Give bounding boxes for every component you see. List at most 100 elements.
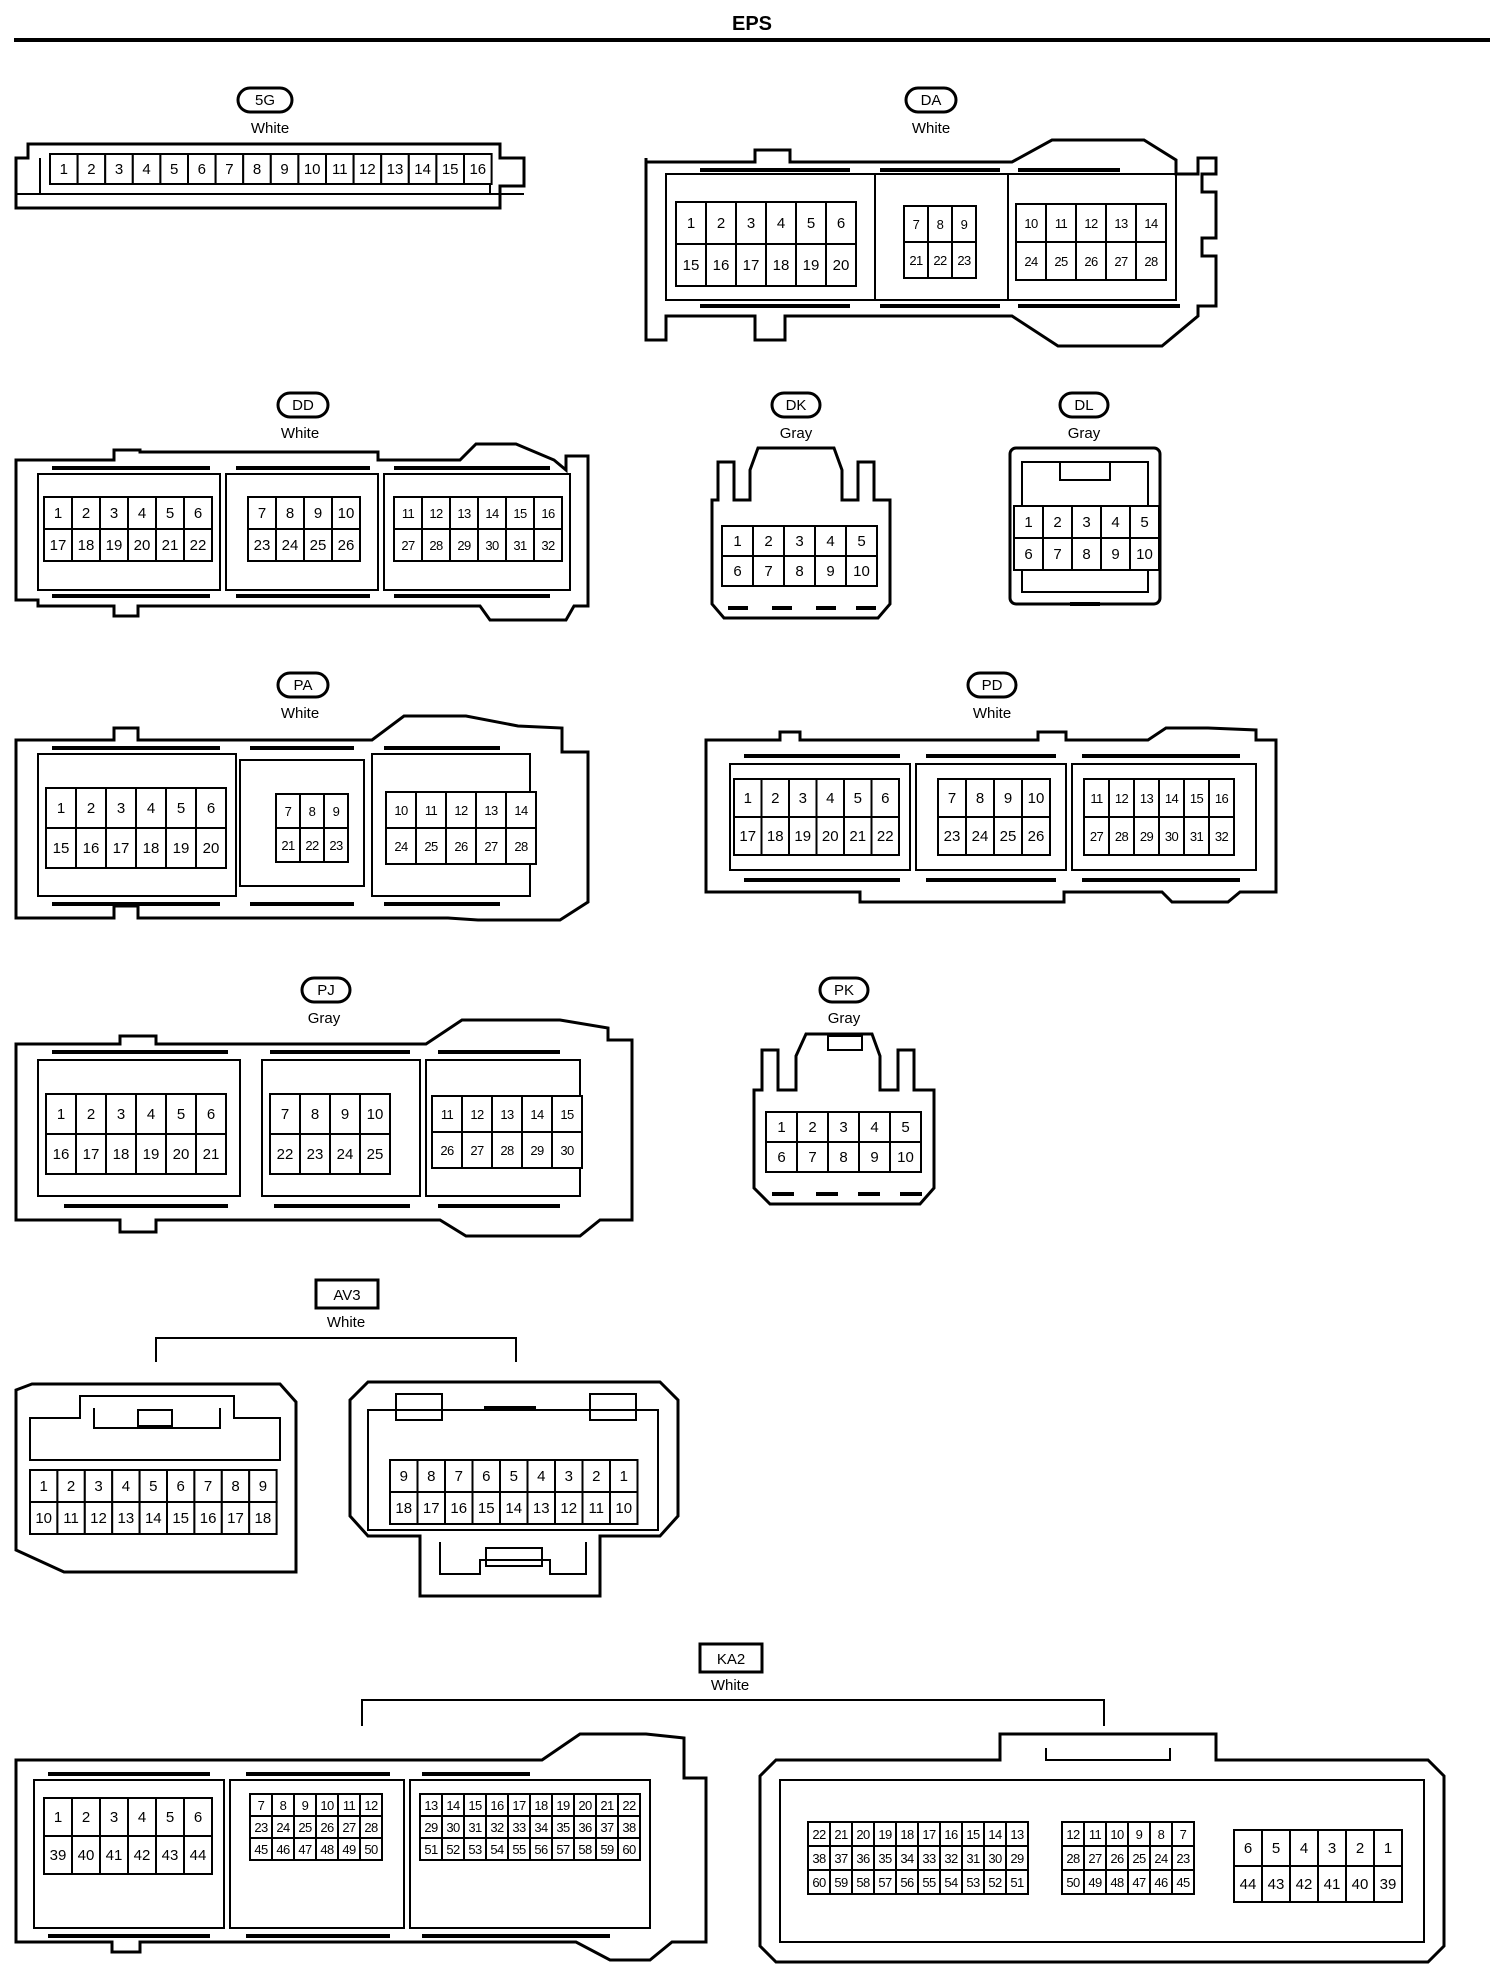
pin-number: 32: [541, 538, 555, 553]
pin-number: 43: [1268, 1876, 1285, 1893]
pin-number: 3: [115, 161, 123, 178]
pin-number: 7: [204, 1478, 212, 1495]
pin-number: 14: [145, 1510, 162, 1527]
pin-number: 22: [933, 253, 947, 268]
pin-number: 25: [424, 839, 438, 854]
pin-number: 14: [414, 161, 431, 178]
pin-cavity: [965, 816, 995, 856]
pin-cavity: [105, 1093, 137, 1135]
pin-number: 33: [512, 1820, 526, 1835]
pin-number: 28: [1144, 254, 1158, 269]
pin-number: 29: [457, 538, 471, 553]
pin-cavity: [1021, 816, 1051, 856]
pin-number: 24: [394, 839, 408, 854]
pin-cavity: [1045, 241, 1077, 281]
pin-cavity: [889, 1141, 922, 1173]
pin-number: 55: [922, 1875, 936, 1890]
pin-number: 13: [457, 506, 471, 521]
pin-number: 6: [177, 1478, 185, 1495]
pin-cavity: [45, 1133, 77, 1175]
connector-code-badge: [818, 976, 870, 1004]
pin-number: 53: [468, 1842, 482, 1857]
pin-number: 52: [446, 1842, 460, 1857]
pin-number: 7: [1180, 1827, 1187, 1842]
pin-number: 29: [1010, 1851, 1024, 1866]
pin-number: 5: [170, 161, 178, 178]
pin-number: 4: [537, 1468, 545, 1485]
pin-number: 8: [937, 217, 944, 232]
pin-number: 3: [565, 1468, 573, 1485]
pin-number: 12: [429, 506, 443, 521]
pin-cavity: [43, 528, 73, 562]
connector-color: Gray: [828, 1010, 861, 1027]
pin-cavity: [71, 1835, 101, 1875]
pin-cavity: [43, 1797, 73, 1837]
pin-number: 5: [166, 1809, 174, 1826]
pin-number: 3: [117, 1106, 125, 1123]
pin-number: 10: [304, 161, 321, 178]
pin-cavity: [765, 243, 797, 287]
pin-number: 35: [556, 1820, 570, 1835]
pin-cavity: [870, 816, 900, 856]
pin-cavity: [1317, 1829, 1347, 1867]
pin-cavity: [99, 1797, 129, 1837]
pin-cavity: [951, 205, 977, 243]
pin-number: 21: [162, 537, 179, 554]
pin-number: 5: [1140, 514, 1148, 531]
pin-cavity: [1108, 816, 1135, 856]
connector-code: PK: [834, 982, 854, 999]
pin-number: 11: [332, 161, 348, 178]
pin-number: 24: [972, 828, 989, 845]
pin-number: 45: [1176, 1875, 1190, 1890]
pin-number: 16: [490, 1798, 504, 1813]
pin-number: 8: [280, 1798, 287, 1813]
pin-number: 13: [424, 1798, 438, 1813]
pin-number: 59: [834, 1875, 848, 1890]
pin-cavity: [581, 1491, 611, 1525]
pin-number: 2: [592, 1468, 600, 1485]
pin-cavity: [858, 1141, 891, 1173]
connector-color: White: [281, 425, 319, 442]
pin-number: 25: [1054, 254, 1068, 269]
pin-number: 48: [1110, 1875, 1124, 1890]
pin-number: 43: [162, 1847, 179, 1864]
pin-cavity: [765, 201, 797, 245]
pin-number: 28: [429, 538, 443, 553]
pin-cavity: [795, 243, 827, 287]
pin-cavity: [323, 827, 349, 863]
connector-code-badge: [904, 86, 958, 114]
pin-number: 4: [138, 1809, 146, 1826]
pin-cavity: [275, 827, 301, 863]
pin-number: 3: [94, 1478, 102, 1495]
pin-number: 23: [307, 1146, 324, 1163]
pin-number: 10: [338, 505, 355, 522]
pin-number: 12: [470, 1107, 484, 1122]
pin-number: 27: [1088, 1851, 1102, 1866]
pin-number: 1: [57, 1106, 65, 1123]
pin-number: 20: [134, 537, 151, 554]
pin-cavity: [195, 827, 227, 869]
pin-number: 24: [282, 537, 299, 554]
pin-cavity: [1261, 1829, 1291, 1867]
pin-number: 4: [147, 800, 155, 817]
pin-number: 2: [717, 215, 725, 232]
pin-cavity: [275, 496, 305, 530]
pin-number: 39: [1380, 1876, 1397, 1893]
pin-cavity: [297, 153, 327, 185]
pin-number: 10: [394, 803, 408, 818]
pin-number: 53: [966, 1875, 980, 1890]
pin-number: 2: [82, 1809, 90, 1826]
pin-number: 20: [856, 1827, 870, 1842]
pin-number: 5: [1272, 1840, 1280, 1857]
pin-number: 30: [560, 1143, 574, 1158]
page-title: EPS: [732, 13, 772, 35]
pin-number: 3: [1328, 1840, 1336, 1857]
pin-number: 14: [1165, 791, 1179, 806]
pin-number: 4: [826, 790, 834, 807]
pin-number: 18: [534, 1798, 548, 1813]
pin-cavity: [127, 1797, 157, 1837]
